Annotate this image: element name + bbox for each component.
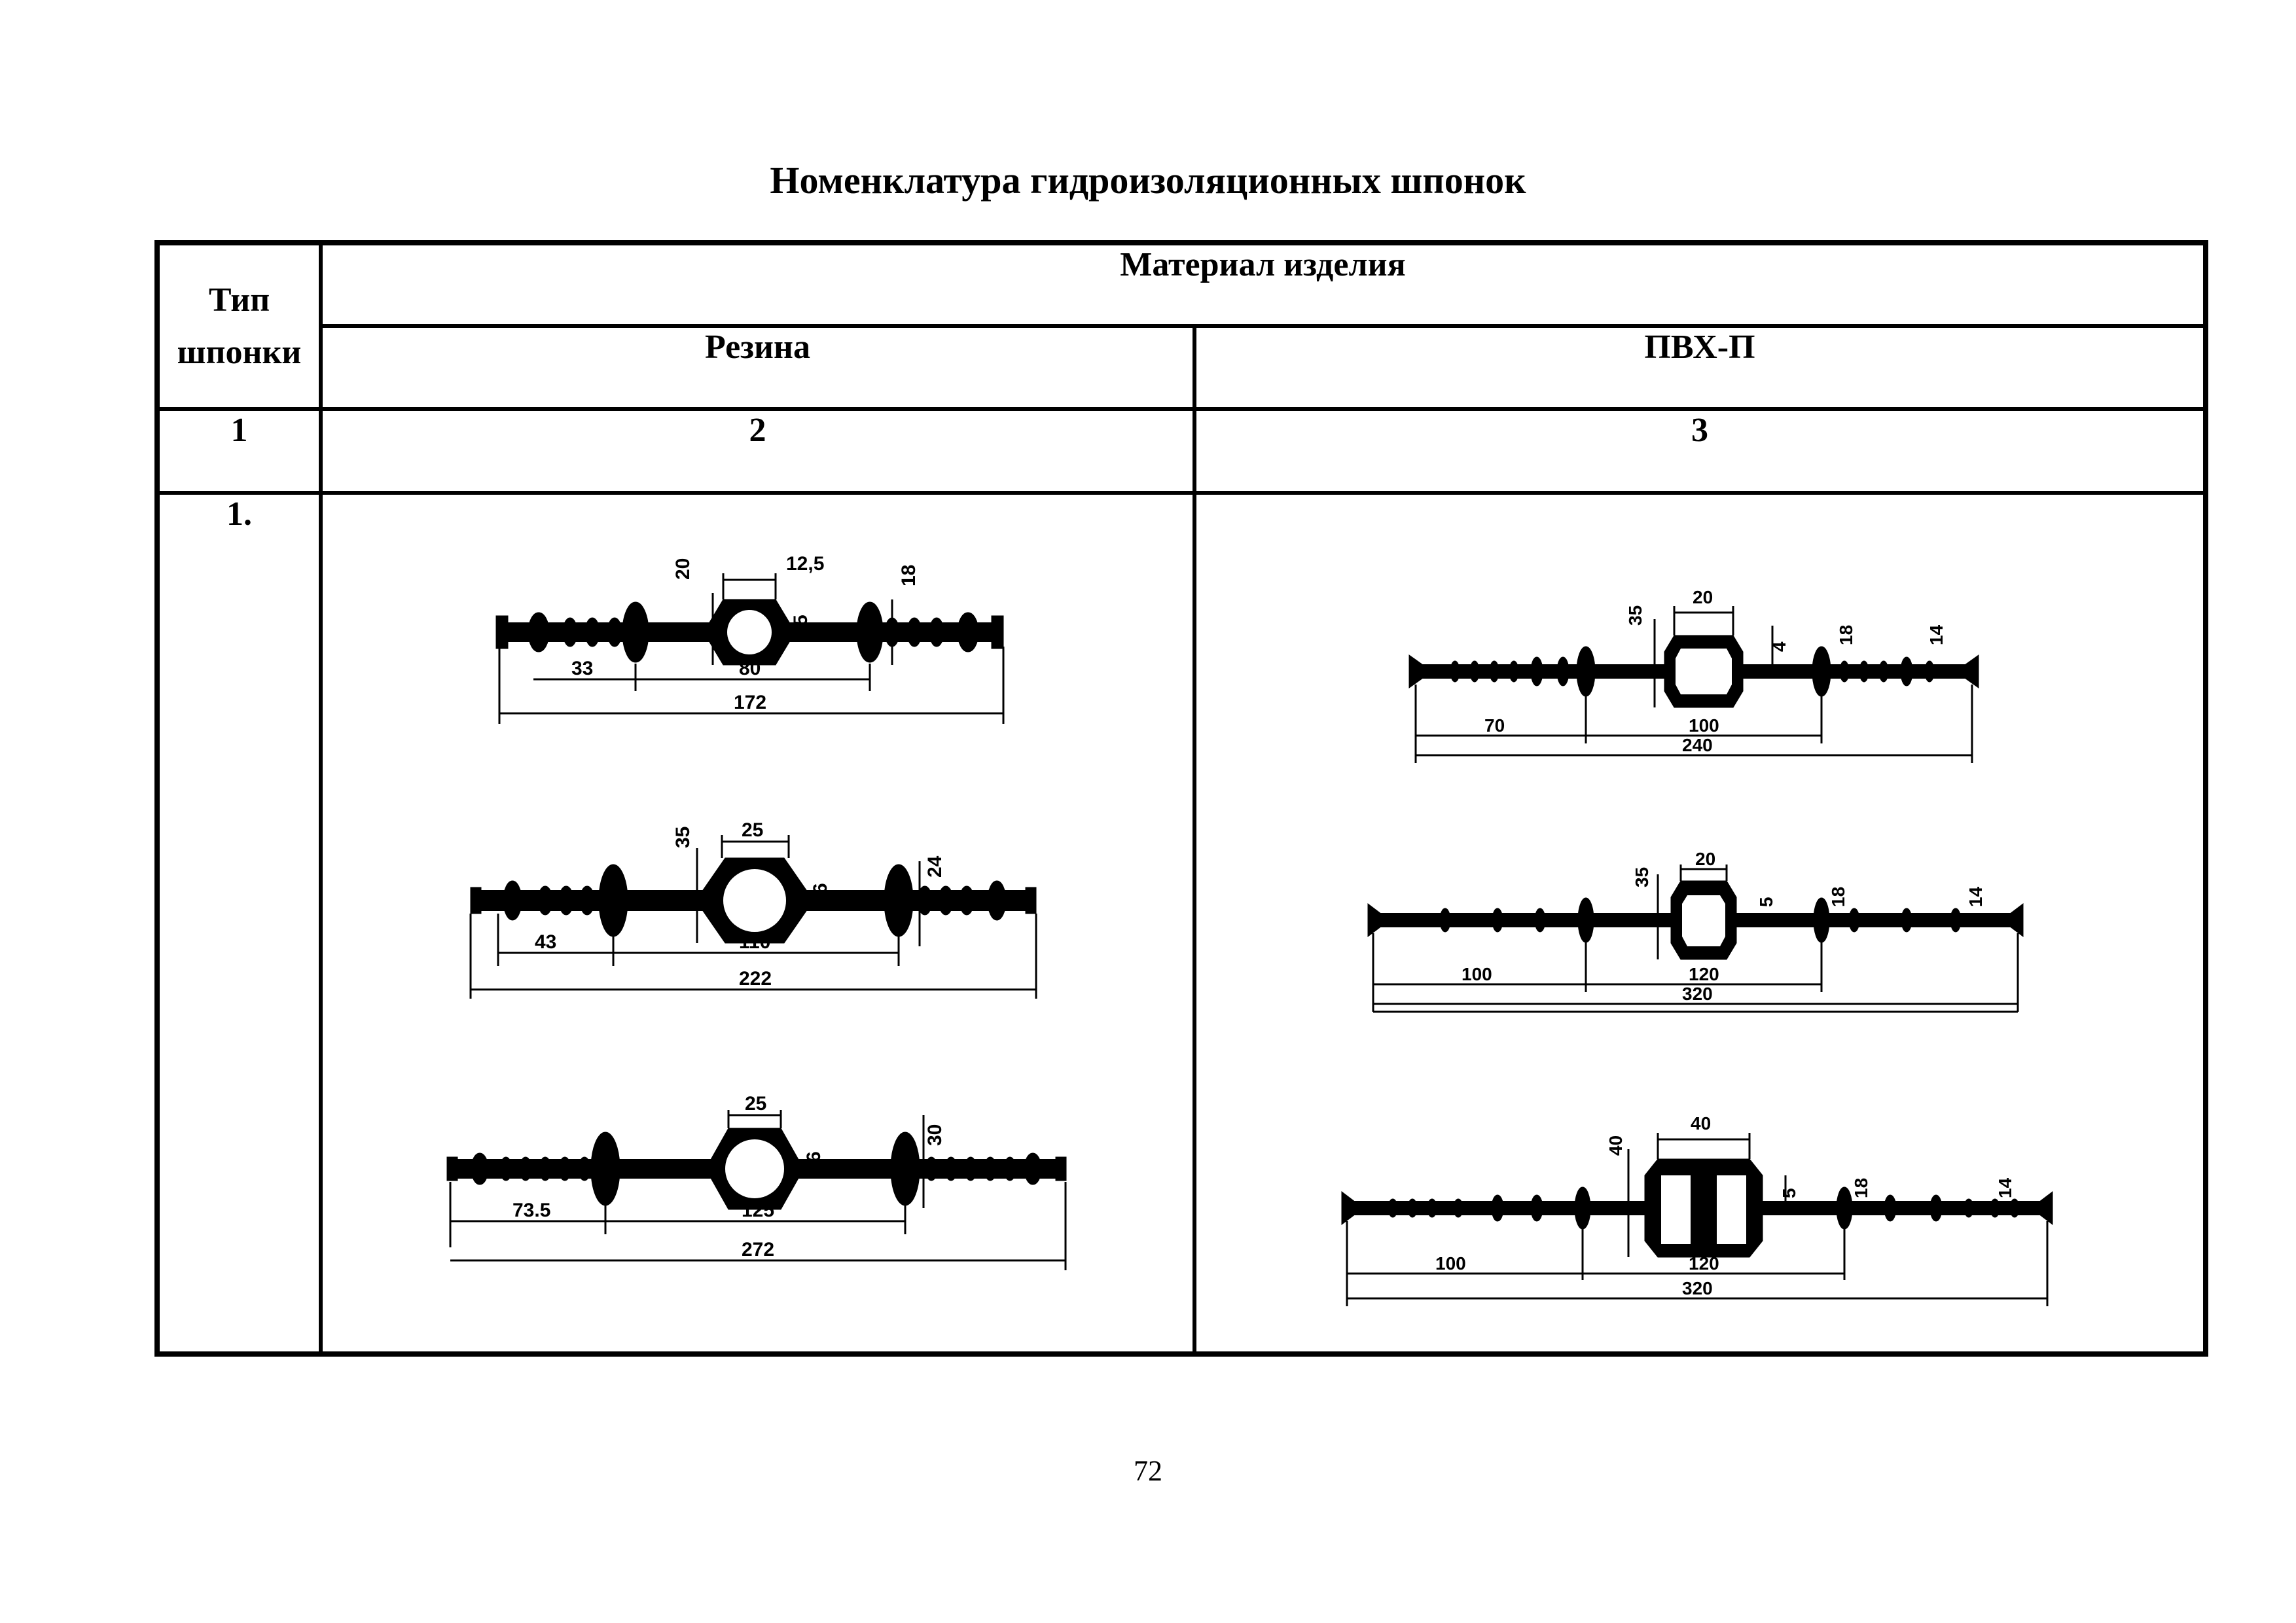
pvc-profile-3 xyxy=(1341,1133,2053,1306)
rubber-1-dim-33: 33 xyxy=(571,658,593,679)
rubber-3-dim-125: 125 xyxy=(742,1200,774,1221)
pvc-3-dim-14: 14 xyxy=(1995,1177,2015,1198)
pvc-3-dim-5: 5 xyxy=(1779,1188,1799,1198)
rubber-1-dim-5: 5 xyxy=(790,615,812,626)
pvc-profile-1 xyxy=(1408,606,1979,763)
rubber-1-dim-12-5: 12,5 xyxy=(786,553,824,575)
header-rubber: Резина xyxy=(319,324,1196,411)
pvc-3-dim-100: 100 xyxy=(1435,1253,1466,1274)
rubber-1-dim-172: 172 xyxy=(734,692,766,713)
pvc-3-dim-40-h: 40 xyxy=(1605,1135,1626,1156)
rubber-1-dim-18: 18 xyxy=(898,565,920,586)
rubber-2-dim-222: 222 xyxy=(739,968,772,990)
rubber-profile-3 xyxy=(446,1110,1067,1270)
col-number-3: 3 xyxy=(1193,407,2208,495)
pvc-2-dim-20: 20 xyxy=(1695,849,1715,869)
col-number-2: 2 xyxy=(319,407,1196,495)
pvc-1-dim-18: 18 xyxy=(1836,625,1856,645)
pvc-1-dim-240: 240 xyxy=(1682,735,1713,755)
pvc-2-dim-320: 320 xyxy=(1682,984,1713,1004)
pvc-drawings: 35 20 4 18 14 70 100 240 35 20 5 18 14 1… xyxy=(1341,587,2053,1306)
rubber-3-dim-6: 6 xyxy=(803,1151,825,1162)
pvc-2-dim-18: 18 xyxy=(1828,887,1848,907)
rubber-2-dim-6: 6 xyxy=(810,883,831,894)
pvc-1-dim-14: 14 xyxy=(1926,624,1946,645)
pvc-1-dim-100: 100 xyxy=(1689,715,1719,736)
rubber-profile-2 xyxy=(469,835,1037,999)
rubber-3-dim-73-5: 73.5 xyxy=(512,1200,550,1221)
rubber-3-dim-25: 25 xyxy=(745,1093,766,1115)
pvc-2-dim-120: 120 xyxy=(1689,964,1719,984)
pvc-2-dim-14: 14 xyxy=(1965,886,1986,907)
rubber-drawings-cell: 20 12,5 5 18 33 80 172 35 25 6 24 43 110… xyxy=(319,491,1196,1356)
header-pvc: ПВХ-П xyxy=(1193,324,2208,411)
rubber-1-dim-80: 80 xyxy=(739,658,761,679)
pvc-3-dim-40-w: 40 xyxy=(1691,1113,1711,1133)
pvc-drawings-cell: 35 20 4 18 14 70 100 240 35 20 5 18 14 1… xyxy=(1193,491,2208,1356)
pvc-2-dim-5: 5 xyxy=(1756,897,1776,907)
rubber-2-dim-24: 24 xyxy=(924,855,946,878)
nomenclature-table: Тип шпонки Материал изделия Резина ПВХ-П… xyxy=(154,240,2208,1357)
rubber-2-dim-43: 43 xyxy=(535,931,556,953)
page-title: Номенклатура гидроизоляционных шпонок xyxy=(770,159,1526,202)
header-material: Материал изделия xyxy=(319,241,2208,328)
col-number-1: 1 xyxy=(155,407,323,495)
header-type-line-1: Тип xyxy=(208,281,270,319)
rubber-2-dim-35: 35 xyxy=(672,827,694,848)
pvc-1-dim-70: 70 xyxy=(1484,715,1505,736)
pvc-3-dim-18: 18 xyxy=(1851,1178,1871,1198)
rubber-2-dim-25: 25 xyxy=(742,819,763,841)
pvc-profile-2 xyxy=(1367,865,2024,1013)
rubber-3-dim-272: 272 xyxy=(742,1239,774,1260)
rubber-profile-1 xyxy=(495,573,1005,724)
rubber-2-dim-110: 110 xyxy=(739,931,770,953)
rubber-drawings: 20 12,5 5 18 33 80 172 35 25 6 24 43 110… xyxy=(446,553,1067,1270)
pvc-1-dim-35: 35 xyxy=(1625,605,1645,626)
pvc-3-dim-320: 320 xyxy=(1682,1278,1713,1298)
row-type-label: 1. xyxy=(155,491,323,1356)
rubber-3-dim-30: 30 xyxy=(924,1124,946,1146)
pvc-1-dim-20: 20 xyxy=(1693,587,1713,607)
header-type-cell: Тип шпонки xyxy=(155,241,323,411)
pvc-2-dim-35: 35 xyxy=(1632,867,1652,887)
pvc-2-dim-100: 100 xyxy=(1462,964,1492,984)
pvc-1-dim-4: 4 xyxy=(1769,641,1789,652)
header-type-line-2: шпонки xyxy=(177,333,302,371)
page-number: 72 xyxy=(1134,1455,1162,1487)
pvc-3-dim-120: 120 xyxy=(1689,1253,1719,1274)
rubber-1-dim-20: 20 xyxy=(672,558,694,580)
